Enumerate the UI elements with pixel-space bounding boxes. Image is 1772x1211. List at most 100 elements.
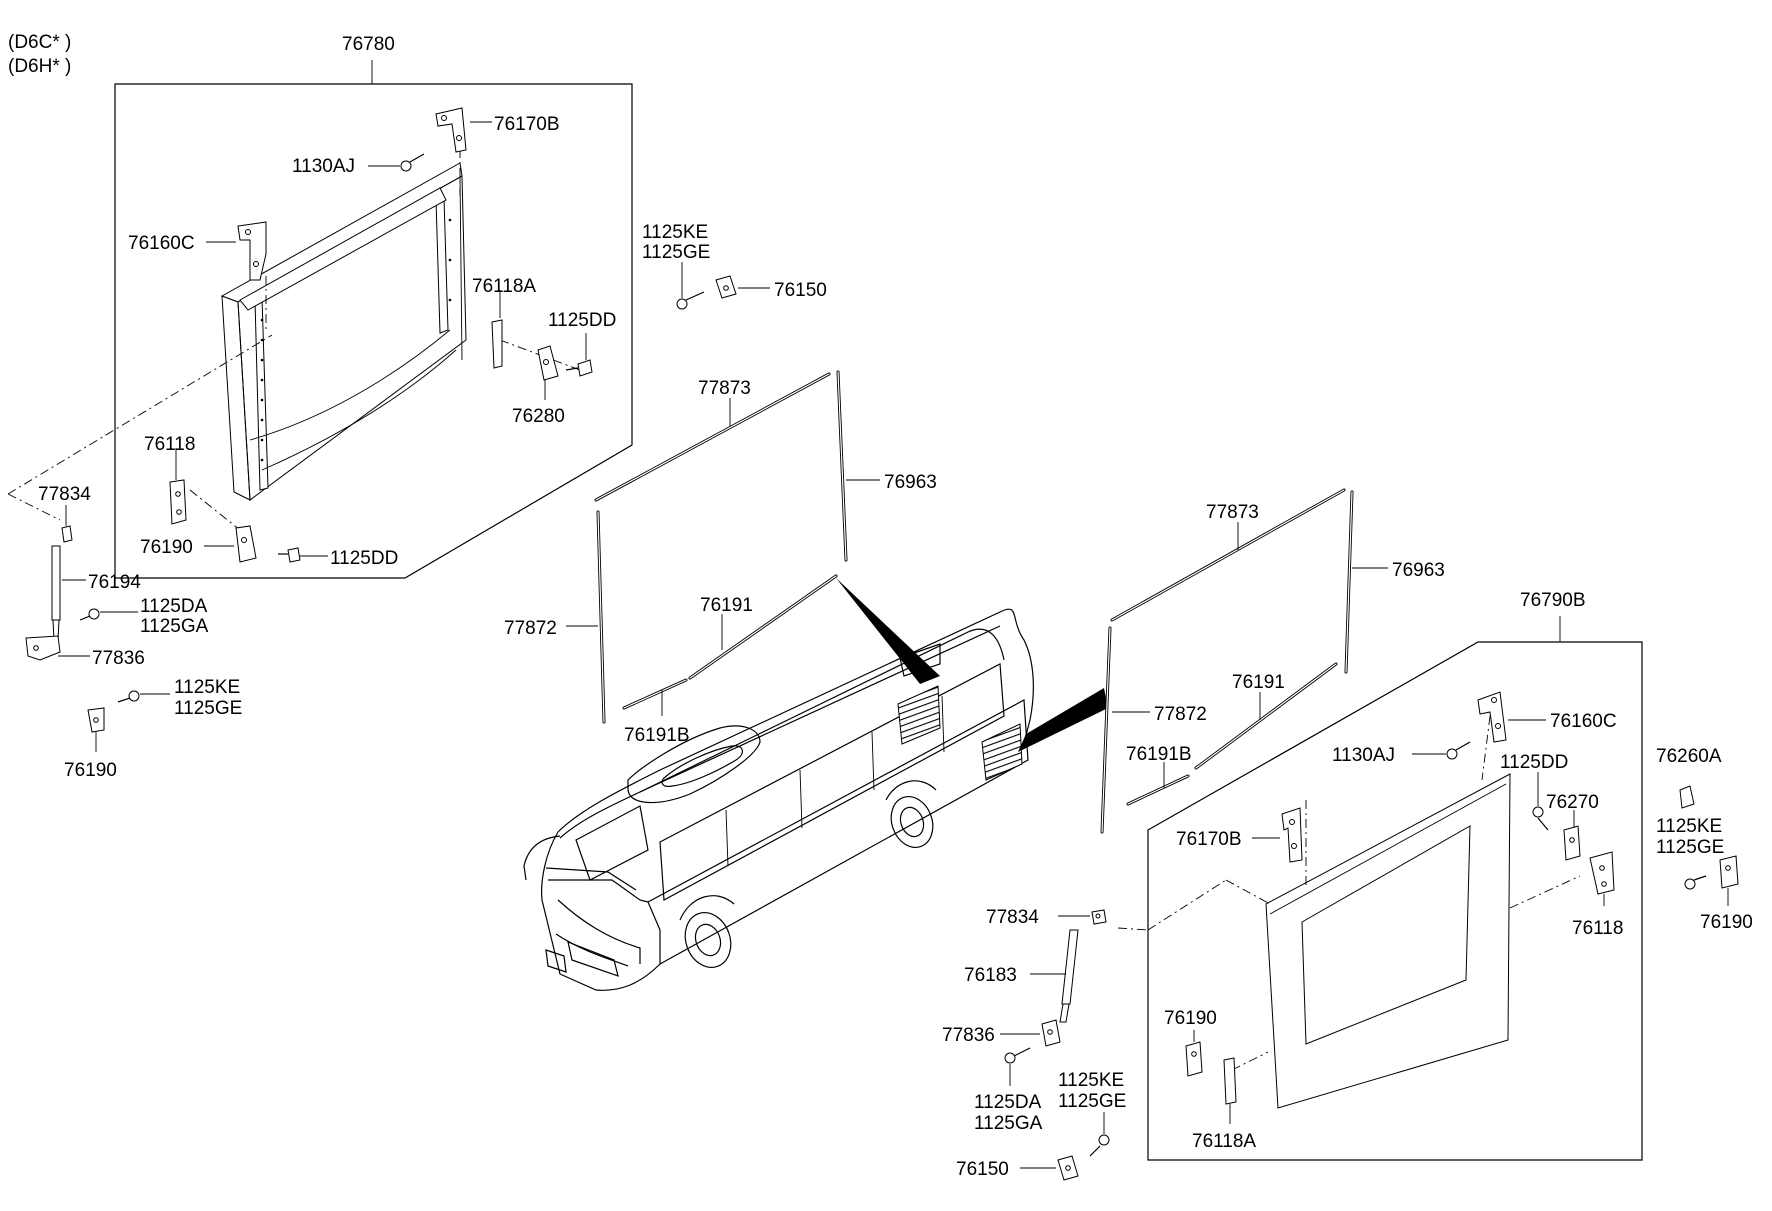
- callout-76191b-right: 76191B: [1126, 744, 1192, 765]
- callout-76150-bottom: 76150: [956, 1159, 1009, 1180]
- left-bolt-1125dd-top: [565, 359, 593, 377]
- callout-76170b-right: 76170B: [1176, 829, 1242, 850]
- callout-76280: 76280: [512, 406, 565, 427]
- callout-77872-right: 77872: [1154, 704, 1207, 725]
- bottom-bracket-76150: [1057, 1155, 1079, 1181]
- callout-76963-right: 76963: [1392, 560, 1445, 581]
- left-strut-76194: [51, 545, 61, 641]
- callout-76160c-right: 76160C: [1550, 711, 1617, 732]
- callout-76790b: 76790B: [1520, 590, 1586, 611]
- callout-76191b-left: 76191B: [624, 725, 690, 746]
- right-cap-76260a: [1679, 785, 1695, 809]
- left-bolt-1125dd-bottom: [278, 547, 301, 563]
- callout-1125ge-top: 1125GE: [642, 242, 710, 263]
- callout-77836-right: 77836: [942, 1025, 995, 1046]
- left-bracket-76118a: [491, 319, 503, 369]
- callout-1125ga-right: 1125GA: [974, 1113, 1043, 1134]
- callout-1125ge-bottom: 1125GE: [1058, 1091, 1126, 1112]
- right-bolt-1130aj: [1446, 741, 1471, 760]
- right-bolt-1125ke: [1684, 875, 1707, 890]
- callout-76118-left: 76118: [144, 434, 195, 455]
- right-clip-77834: [1091, 909, 1107, 925]
- right-hinge-76160c: [1477, 691, 1507, 743]
- left-window-frame: [7, 130, 581, 531]
- right-hinge-77836: [1041, 1019, 1061, 1047]
- callout-77873-right: 77873: [1206, 502, 1259, 523]
- variant-note-d6c: (D6C* ): [8, 32, 71, 53]
- callout-76118-right: 76118: [1572, 918, 1623, 939]
- callout-1125ke-top: 1125KE: [642, 222, 708, 243]
- left-assembly-box: [114, 60, 633, 579]
- callout-1125da-right: 1125DA: [974, 1092, 1042, 1113]
- top-bolt-1125ke: [676, 291, 705, 310]
- callout-76190-left-top: 76190: [140, 537, 193, 558]
- left-seal-76191: [688, 574, 838, 680]
- callout-1125ke-right: 1125KE: [1656, 816, 1722, 837]
- right-seal-76191b: [1126, 774, 1190, 806]
- right-bracket-76118: [1589, 851, 1615, 895]
- callout-76191-right: 76191: [1232, 672, 1285, 693]
- right-hinge-76190-inner: [1185, 1041, 1203, 1077]
- right-window-panel: [1117, 715, 1581, 1109]
- callout-1125ke-left: 1125KE: [174, 677, 240, 698]
- right-assembly-box: [1147, 616, 1643, 1161]
- left-seal-76191b: [622, 678, 688, 710]
- left-bracket-76280: [537, 345, 559, 381]
- callout-76190-right-outer: 76190: [1700, 912, 1753, 933]
- left-bolt-1125da: [79, 608, 100, 621]
- callout-76183: 76183: [964, 965, 1017, 986]
- callout-76270: 76270: [1546, 792, 1599, 813]
- top-bracket-76150: [715, 275, 737, 299]
- left-bolt-1125ke: [117, 690, 140, 703]
- right-seal-77873: [1110, 488, 1346, 622]
- left-hinge-76170b: [435, 107, 467, 153]
- left-seal-77873: [594, 372, 831, 502]
- callout-1125dd-right: 1125DD: [1500, 752, 1568, 773]
- callout-77836-left: 77836: [92, 648, 145, 669]
- right-bracket-76270: [1563, 825, 1581, 861]
- callout-1130aj-left: 1130AJ: [292, 156, 355, 177]
- callout-1125ge-left: 1125GE: [174, 698, 242, 719]
- left-hinge-76190-bottom: [87, 707, 105, 733]
- callout-77872-left: 77872: [504, 618, 557, 639]
- left-bolt-1130aj: [400, 153, 425, 172]
- right-bracket-76118a: [1223, 1057, 1237, 1105]
- variant-note-d6h: (D6H* ): [8, 56, 71, 77]
- callout-1125ke-bottom: 1125KE: [1058, 1070, 1124, 1091]
- callout-76194: 76194: [88, 572, 141, 593]
- right-seal-77872: [1100, 626, 1112, 834]
- left-clip-77834: [61, 525, 73, 543]
- callout-76118a-right: 76118A: [1192, 1131, 1256, 1152]
- right-hinge-76190-outer: [1719, 855, 1739, 889]
- callout-76190-left-bottom: 76190: [64, 760, 117, 781]
- callout-77834-left: 77834: [38, 484, 91, 505]
- callout-76190-right-inner: 76190: [1164, 1008, 1217, 1029]
- left-hinge-76160c: [237, 221, 267, 281]
- left-hinge-77836: [25, 635, 61, 661]
- callout-1125dd-left-top: 1125DD: [548, 310, 616, 331]
- callout-77873-left: 77873: [698, 378, 751, 399]
- callout-76150-top: 76150: [774, 280, 827, 301]
- left-bracket-76118: [169, 479, 187, 525]
- left-seal-77872: [596, 510, 606, 724]
- right-seal-76963: [1344, 490, 1354, 674]
- callout-76780: 76780: [342, 34, 395, 55]
- callout-76191-left: 76191: [700, 595, 753, 616]
- bus-illustration: [523, 578, 1108, 991]
- callout-76118a-left: 76118A: [472, 276, 536, 297]
- left-hinge-76190-top: [235, 525, 257, 563]
- callout-77834-right: 77834: [986, 907, 1039, 928]
- right-hinge-76170b: [1281, 807, 1303, 863]
- right-seal-76191: [1194, 662, 1338, 770]
- right-bolt-1125da: [1004, 1047, 1031, 1064]
- callout-1130aj-right: 1130AJ: [1332, 745, 1395, 766]
- callout-1125da-left: 1125DA: [140, 596, 208, 617]
- callout-76260a: 76260A: [1656, 746, 1722, 767]
- left-seal-76963: [836, 370, 848, 562]
- right-strut-76183: [1059, 929, 1079, 1023]
- right-bolt-1125dd: [1532, 806, 1549, 831]
- callout-76160c-left: 76160C: [128, 233, 195, 254]
- callout-1125ge-right: 1125GE: [1656, 837, 1724, 858]
- callout-76963-left: 76963: [884, 472, 937, 493]
